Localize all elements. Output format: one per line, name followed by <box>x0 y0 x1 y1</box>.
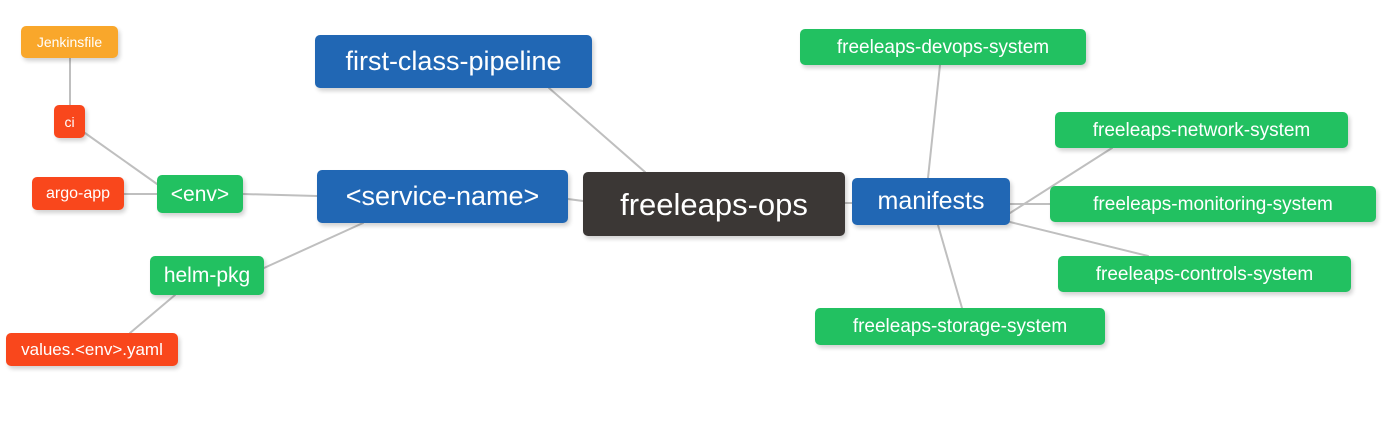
node-freeleaps-storage-system[interactable]: freeleaps-storage-system <box>815 308 1105 345</box>
node-ci[interactable]: ci <box>54 105 85 138</box>
edge-freeleaps-devops-system-to-manifests <box>927 64 941 179</box>
node-manifests[interactable]: manifests <box>852 178 1010 225</box>
node-freeleaps-controls-system[interactable]: freeleaps-controls-system <box>1058 256 1351 292</box>
edge-manifests-to-freeleaps-storage-system <box>937 224 963 309</box>
node-freeleaps-ops[interactable]: freeleaps-ops <box>583 172 845 236</box>
node-service-name[interactable]: <service-name> <box>317 170 568 223</box>
node-freeleaps-monitoring-system[interactable]: freeleaps-monitoring-system <box>1050 186 1376 222</box>
node-freeleaps-network-system[interactable]: freeleaps-network-system <box>1055 112 1348 148</box>
node-env[interactable]: <env> <box>157 175 243 213</box>
node-values-yaml[interactable]: values.<env>.yaml <box>6 333 178 366</box>
node-argo-app[interactable]: argo-app <box>32 177 124 210</box>
edge-manifests-to-freeleaps-controls-system <box>1009 221 1149 257</box>
node-freeleaps-devops-system[interactable]: freeleaps-devops-system <box>800 29 1086 65</box>
edge-service-name-to-freeleaps-ops <box>567 198 584 202</box>
edge-service-name-to-helm-pkg <box>263 222 364 269</box>
node-jenkinsfile[interactable]: Jenkinsfile <box>21 26 118 58</box>
node-helm-pkg[interactable]: helm-pkg <box>150 256 264 295</box>
edge-helm-pkg-to-values-yaml <box>129 294 176 334</box>
node-first-class-pipeline[interactable]: first-class-pipeline <box>315 35 592 88</box>
edge-env-to-service-name <box>242 193 318 197</box>
edge-first-class-pipeline-to-freeleaps-ops <box>548 87 646 173</box>
